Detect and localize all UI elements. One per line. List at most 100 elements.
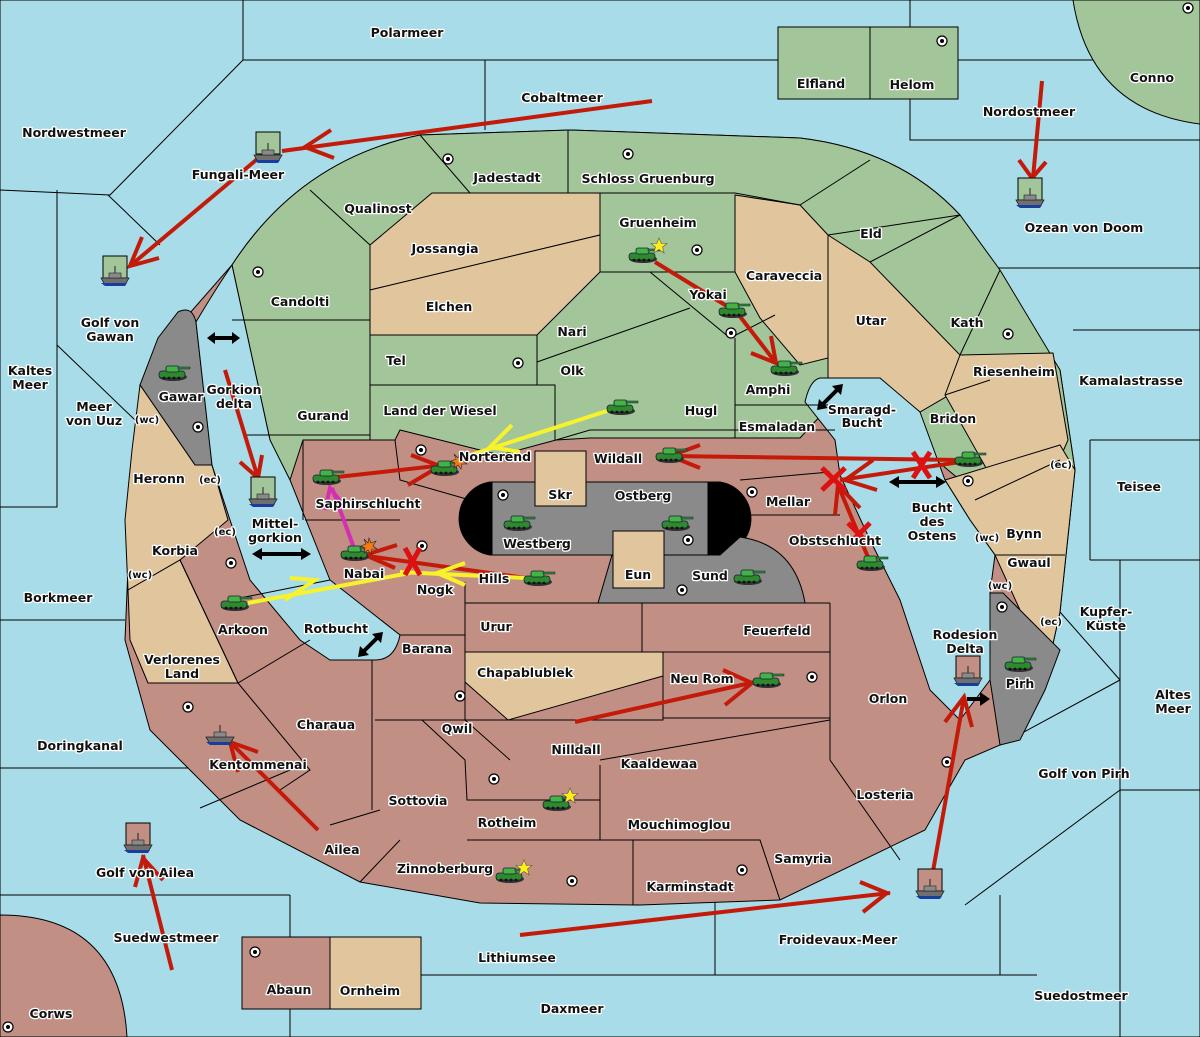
- supply-center-icon: [736, 864, 748, 876]
- province-label: Ostberg: [615, 488, 672, 503]
- province-label: Mellar: [766, 494, 811, 509]
- province-label: Heronn: [133, 471, 185, 486]
- fleet-unit[interactable]: [1015, 177, 1045, 209]
- fleet-unit[interactable]: [953, 655, 983, 687]
- sea-label: Ozean von Doom: [1025, 220, 1144, 235]
- supply-center-icon: [454, 690, 466, 702]
- province-label: Abaun: [267, 982, 312, 997]
- supply-center-icon: [936, 35, 948, 47]
- province-conno[interactable]: [1072, 0, 1200, 125]
- coast-label: (ec): [1050, 460, 1072, 471]
- sea-label: Doringkanal: [37, 738, 123, 753]
- province-label: Nari: [557, 324, 586, 339]
- province-label: Sund: [692, 568, 728, 583]
- province-label: Utar: [856, 313, 888, 328]
- province-label: Verlorenes: [144, 652, 220, 667]
- sea-label: Kaltes: [8, 363, 52, 378]
- coast-labels: (wc) (ec) (ec) (wc) (ec) (wc) (wc) (ec): [127, 414, 1074, 630]
- sea-label: Daxmeer: [540, 1001, 604, 1016]
- province-label: Hills: [479, 571, 510, 586]
- province-eun[interactable]: [612, 530, 665, 589]
- province-caraveccia[interactable]: [734, 194, 829, 366]
- province-label: Nabai: [344, 566, 385, 581]
- province-label: Skr: [548, 487, 572, 502]
- sea-gorkion[interactable]: [195, 263, 401, 661]
- sea-label: Kupfer-: [1080, 604, 1133, 619]
- supply-center-icon: [2, 1021, 14, 1033]
- land-labels: Elfland Helom Conno Jadestadt Schloss Gr…: [28, 69, 1176, 1023]
- province-label: Schloss Gruenburg: [581, 171, 714, 186]
- province-label: Ailea: [324, 842, 359, 857]
- province-skr[interactable]: [534, 450, 587, 507]
- sea-label: Golf von: [81, 315, 140, 330]
- province-label: Norterend: [459, 449, 531, 464]
- fleet-unit[interactable]: [123, 822, 153, 854]
- supply-center-icon: [622, 148, 634, 160]
- sea-label: Golf von Ailea: [96, 865, 194, 880]
- province-label: Helom: [890, 77, 935, 92]
- supply-center-icon: [566, 875, 578, 887]
- province-label: Bridon: [930, 411, 976, 426]
- province-borders: [148, 130, 1065, 905]
- province-label: Qwil: [442, 721, 473, 736]
- sea-label: Kamalastrasse: [1079, 373, 1183, 388]
- province-label: Eld: [860, 226, 882, 241]
- province-label: Pirh: [1006, 676, 1035, 691]
- sea-label: Bucht: [912, 500, 953, 515]
- sea-label: Suedostmeer: [1034, 988, 1128, 1003]
- sea-label: des: [920, 514, 945, 529]
- province-label: Korbia: [152, 543, 198, 558]
- canal-arrows: [207, 332, 990, 706]
- sea-label: Küste: [1086, 618, 1126, 633]
- province-ornheim[interactable]: [329, 936, 422, 1010]
- right-arrow-icon: [967, 692, 990, 706]
- failed-x-icon: [846, 521, 872, 547]
- province-label: Kaaldewaa: [621, 756, 698, 771]
- province-label: Riesenheim: [973, 364, 1055, 379]
- sea-label: Polarmeer: [371, 25, 445, 40]
- sea-label: Ostens: [908, 528, 957, 543]
- province-label: Olk: [560, 363, 584, 378]
- fleet-unit[interactable]: [248, 476, 278, 508]
- units: [100, 131, 1045, 900]
- province-label: Jossangia: [410, 241, 478, 256]
- sea-label: Meer: [12, 377, 48, 392]
- sea-label: Golf von Pirh: [1038, 766, 1129, 781]
- sea-label: Teisee: [1117, 479, 1161, 494]
- province-label: Zinnoberburg: [397, 861, 493, 876]
- coast-label: (wc): [135, 415, 159, 426]
- province-label: Conno: [1130, 70, 1175, 85]
- sea-label: Altes: [1155, 687, 1191, 702]
- supply-center-icon: [676, 584, 688, 596]
- province-label: Nogk: [417, 582, 454, 597]
- double-arrow-icon: [207, 332, 240, 344]
- fleet-unit[interactable]: [253, 131, 283, 164]
- sea-label: Mittel-: [252, 516, 299, 531]
- province-label: Wildall: [594, 451, 642, 466]
- supply-center-icon: [192, 421, 204, 433]
- province-label: Karminstadt: [646, 879, 733, 894]
- sea-label: Gawan: [86, 329, 134, 344]
- sea-label: Nordwestmeer: [22, 125, 127, 140]
- province-label: Candolti: [271, 294, 330, 309]
- province-corws[interactable]: [0, 914, 128, 1037]
- sea-label: Cobaltmeer: [521, 90, 603, 105]
- province-elfland[interactable]: [777, 26, 871, 100]
- province-label: Ornheim: [340, 983, 400, 998]
- province-label: Land: [165, 666, 199, 681]
- province-label: Charaua: [297, 717, 355, 732]
- sea-label: delta: [216, 396, 252, 411]
- province-label: Land der Wiesel: [383, 403, 496, 418]
- province-label: Jadestadt: [472, 170, 540, 185]
- province-label: Gruenheim: [619, 215, 696, 230]
- supply-center-icon: [252, 266, 264, 278]
- supply-center-icon: [442, 153, 454, 165]
- province-label: Mouchimoglou: [628, 817, 731, 832]
- fleet-unit[interactable]: [100, 255, 130, 287]
- supply-center-icon: [182, 701, 194, 713]
- fleet-unit[interactable]: [915, 868, 945, 900]
- province-label: Kath: [951, 315, 984, 330]
